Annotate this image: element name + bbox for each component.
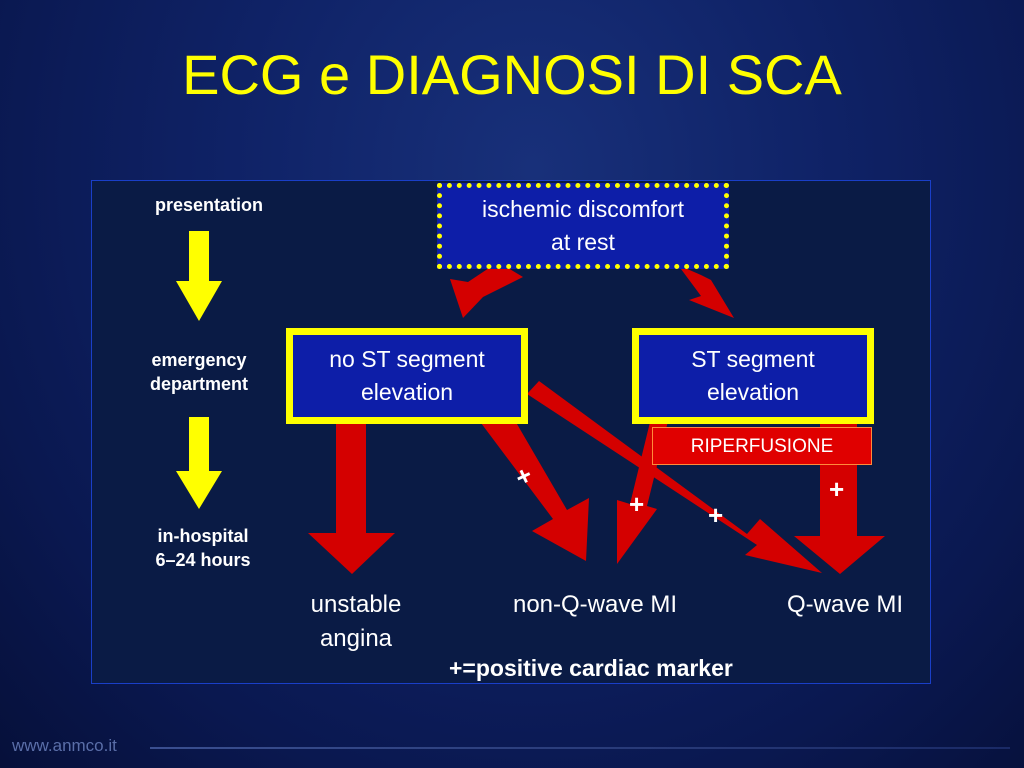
arrow-top-to-noST xyxy=(450,262,523,318)
slide-title: ECG e DIAGNOSI DI SCA xyxy=(182,43,842,106)
footer-divider xyxy=(150,747,1010,749)
plus-sign: + xyxy=(829,474,845,504)
arrow-ST-to-qwave xyxy=(794,423,885,574)
riperfusione-badge: RIPERFUSIONE xyxy=(652,427,872,465)
box-no-st-elevation: no ST segment elevation xyxy=(286,328,528,424)
arrow-noST-to-unstable xyxy=(308,423,395,574)
stage-arrow-2 xyxy=(176,417,222,509)
arrow-noST-to-nonq xyxy=(481,412,589,561)
stage-presentation: presentation xyxy=(154,195,264,215)
stage-emergency: emergency department xyxy=(149,350,248,394)
plus-sign: + xyxy=(708,500,724,530)
plus-sign: + xyxy=(629,489,645,519)
box-st-elevation: ST segment elevation xyxy=(632,328,874,424)
outcome-unstable-angina: unstable angina xyxy=(310,591,402,652)
outcome-q-wave-mi: Q-wave MI xyxy=(786,591,903,618)
outcome-non-q-wave-mi: non-Q-wave MI xyxy=(512,591,678,618)
footer-url[interactable]: www.anmco.it xyxy=(12,736,117,755)
arrow-noST-to-qwave xyxy=(527,381,822,573)
stage-arrow-1 xyxy=(176,231,222,321)
arrow-top-to-ST xyxy=(678,265,734,318)
box-ischemic-discomfort: ischemic discomfort at rest xyxy=(437,183,729,269)
stage-in-hospital: in-hospital 6–24 hours xyxy=(155,526,251,570)
legend-positive-marker: +=positive cardiac marker xyxy=(449,655,733,681)
